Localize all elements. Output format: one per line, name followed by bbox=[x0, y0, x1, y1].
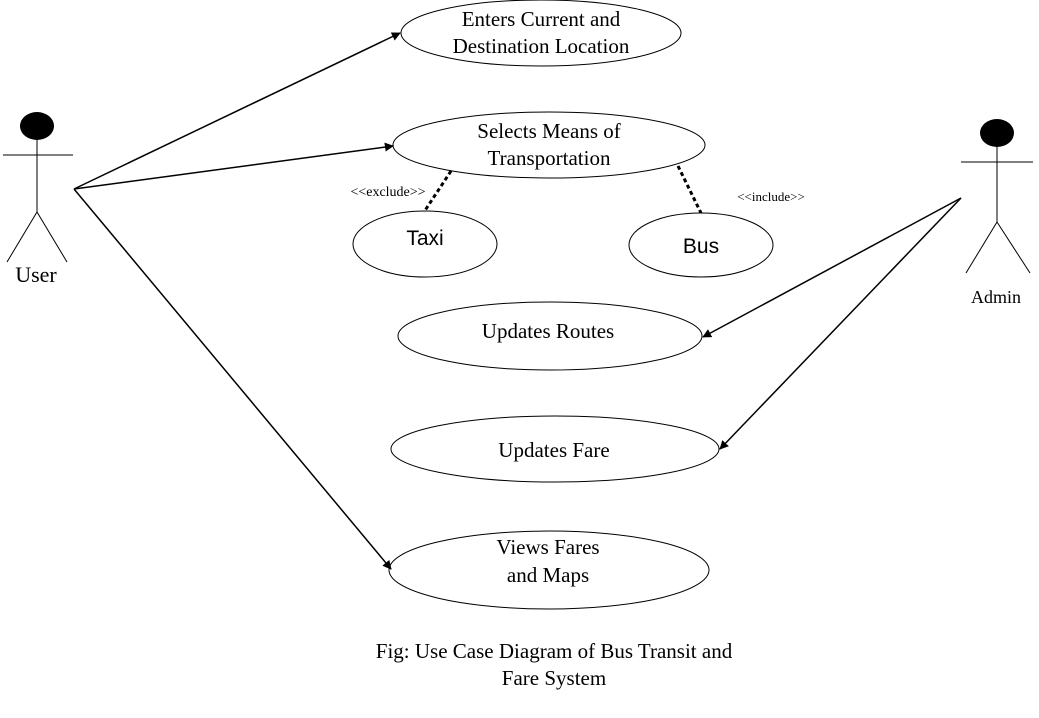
use-case-label-line1: Selects Means of bbox=[477, 119, 620, 143]
user-label: User bbox=[15, 262, 57, 287]
user-to-view-fares-arrow bbox=[73, 188, 392, 570]
admin-head bbox=[980, 119, 1014, 147]
use-case-label: Taxi bbox=[406, 227, 443, 250]
use-case-enter-location: Enters Current and Destination Location bbox=[400, 0, 682, 67]
user-actor: User bbox=[3, 112, 73, 287]
use-case-label: Updates Fare bbox=[498, 438, 609, 462]
use-case-label: Updates Routes bbox=[482, 319, 614, 343]
admin-to-update-routes-arrow bbox=[702, 197, 962, 338]
use-case-label-line1: Views Fares bbox=[496, 535, 599, 559]
use-case-ellipse bbox=[397, 301, 703, 371]
user-right-leg bbox=[36, 211, 68, 263]
use-case-ellipse bbox=[388, 530, 710, 610]
use-case-ellipse bbox=[352, 210, 498, 278]
use-case-update-fare: Updates Fare bbox=[390, 415, 720, 483]
admin-actor: Admin bbox=[961, 119, 1033, 307]
user-to-select-transport-arrow bbox=[73, 142, 394, 190]
use-case-view-fares-maps: Views Fares and Maps bbox=[388, 530, 710, 610]
figure-caption-line1: Fig: Use Case Diagram of Bus Transit and bbox=[376, 639, 733, 663]
use-case-label-line1: Enters Current and bbox=[462, 7, 621, 31]
user-left-leg bbox=[6, 211, 38, 263]
admin-right-leg bbox=[996, 221, 1031, 274]
use-case-taxi: Taxi bbox=[352, 210, 498, 278]
exclude-dashed-line bbox=[422, 170, 453, 213]
use-case-update-routes: Updates Routes bbox=[397, 301, 703, 371]
admin-label: Admin bbox=[971, 287, 1021, 307]
use-case-ellipse bbox=[400, 0, 682, 67]
use-case-label-line2: Transportation bbox=[488, 146, 611, 170]
use-case-bus: Bus bbox=[628, 212, 774, 278]
use-case-select-transport: Selects Means of Transportation bbox=[392, 111, 706, 179]
use-case-ellipse bbox=[390, 415, 720, 483]
user-to-enter-location-arrow bbox=[73, 32, 401, 190]
use-case-label-line2: and Maps bbox=[507, 563, 589, 587]
use-case-label: Bus bbox=[683, 235, 719, 258]
use-case-label-line2: Destination Location bbox=[453, 34, 630, 58]
user-head bbox=[20, 112, 54, 140]
include-dashed-line bbox=[676, 165, 703, 214]
admin-left-leg bbox=[965, 221, 998, 274]
figure-caption-line2: Fare System bbox=[502, 666, 606, 690]
admin-to-update-fare-arrow bbox=[719, 197, 962, 450]
include-stereotype-label: <<include>> bbox=[737, 189, 805, 204]
exclude-stereotype-label: <<exclude>> bbox=[350, 185, 425, 200]
